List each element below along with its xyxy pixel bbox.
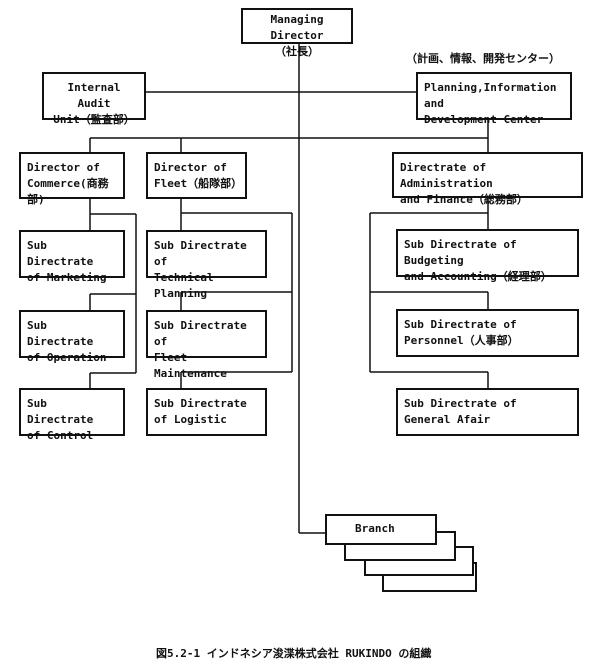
figure-caption: 図5.2-1 インドネシア浚渫株式会社 RUKINDO の組織 (156, 647, 432, 660)
sub-directrate-general-affair-box: Sub Directrate of General Afair (396, 388, 579, 436)
sub-directrate-control-box: Sub Directrate of Control (19, 388, 125, 442)
branch-label: Branch (355, 522, 395, 535)
sub-directrate-budgeting-box: Sub Directrate of Budgeting and Accounti… (396, 229, 579, 283)
sub-directrate-logistic-box: Sub Directrate of Logistic (146, 388, 267, 436)
sub-directrate-personnel-box: Sub Directrate of Personnel（人事部） (396, 309, 579, 357)
managing-director-box: Managing Director （社長） (241, 8, 353, 58)
sub-directrate-technical-planning-box: Sub Directrate of Technical Planning (146, 230, 267, 300)
internal-audit-box: Internal Audit Unit（監査部） (42, 72, 146, 126)
planning-center-note: （計画、情報、開発センター） (406, 52, 560, 65)
sub-directrate-marketing-box: Sub Directrate of Marketing (19, 230, 125, 284)
planning-center-box: Planning,Information and Development Cen… (416, 72, 572, 126)
director-commerce-box: Director of Commerce(商務部) (19, 152, 125, 206)
director-admin-box: Directrate of Administration and Finance… (392, 152, 583, 206)
sub-directrate-fleet-maintenance-box: Sub Directrate of Fleet Maintenance (146, 310, 267, 380)
director-fleet-box: Director of Fleet（船隊部） (146, 152, 247, 199)
branch-box: Branch (325, 514, 437, 545)
sub-directrate-operation-box: Sub Directrate of Operation (19, 310, 125, 364)
